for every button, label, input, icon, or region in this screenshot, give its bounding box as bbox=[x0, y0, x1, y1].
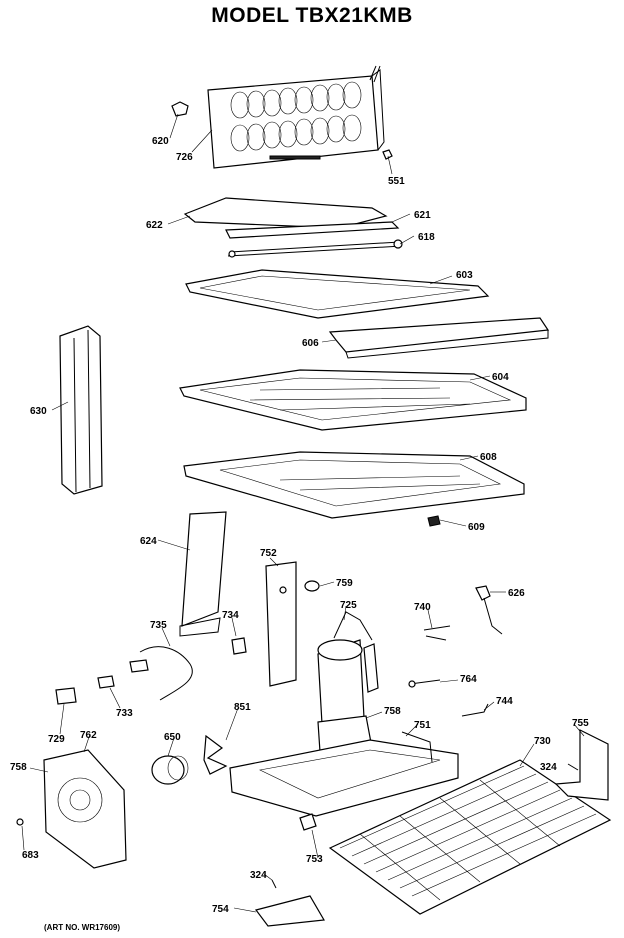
part-729-label: 729 bbox=[48, 734, 65, 745]
part-609-label: 609 bbox=[468, 522, 485, 533]
part-labels: 620 726 551 622 621 618 603 606 604 630 … bbox=[10, 136, 589, 915]
part-762-label: 762 bbox=[80, 730, 97, 741]
part-324-bracket-label: 324 bbox=[540, 762, 557, 773]
part-740-label: 740 bbox=[414, 602, 431, 613]
part-734-label: 734 bbox=[222, 610, 239, 621]
part-324-bottom-label: 324 bbox=[250, 870, 267, 881]
part-758-motor-label: 758 bbox=[384, 706, 401, 717]
part-764-label: 764 bbox=[460, 674, 477, 685]
part-622-label: 622 bbox=[146, 220, 163, 231]
part-621-label: 621 bbox=[414, 210, 431, 221]
part-725-label: 725 bbox=[340, 600, 357, 611]
part-683-label: 683 bbox=[22, 850, 39, 861]
part-754-label: 754 bbox=[212, 904, 229, 915]
part-758-housing-label: 758 bbox=[10, 762, 27, 773]
part-752-label: 752 bbox=[260, 548, 277, 559]
diagram-title: MODEL TBX21KMB bbox=[211, 4, 413, 27]
part-606-label: 606 bbox=[302, 338, 319, 349]
leader-lines bbox=[21, 113, 585, 913]
part-753-label: 753 bbox=[306, 854, 323, 865]
part-735-label: 735 bbox=[150, 620, 167, 631]
part-726-label: 726 bbox=[176, 152, 193, 163]
part-604-label: 604 bbox=[492, 372, 509, 383]
part-744-label: 744 bbox=[496, 696, 513, 707]
part-630-label: 630 bbox=[30, 406, 47, 417]
part-851-label: 851 bbox=[234, 702, 251, 713]
part-603-label: 603 bbox=[456, 270, 473, 281]
condenser-coil-drawing bbox=[328, 759, 612, 915]
part-733-label: 733 bbox=[116, 708, 133, 719]
part-624-label: 624 bbox=[140, 536, 157, 547]
evaporator-coil-drawing bbox=[207, 65, 385, 169]
part-755-label: 755 bbox=[572, 718, 589, 729]
art-number: (ART NO. WR17609) bbox=[44, 923, 120, 932]
part-650-label: 650 bbox=[164, 732, 181, 743]
part-618-label: 618 bbox=[418, 232, 435, 243]
part-620-label: 620 bbox=[152, 136, 169, 147]
part-551-label: 551 bbox=[388, 176, 405, 187]
part-608-label: 608 bbox=[480, 452, 497, 463]
part-626-label: 626 bbox=[508, 588, 525, 599]
compressor-drawing bbox=[317, 611, 379, 753]
part-751-label: 751 bbox=[414, 720, 431, 731]
part-759-label: 759 bbox=[336, 578, 353, 589]
part-730-label: 730 bbox=[534, 736, 551, 747]
